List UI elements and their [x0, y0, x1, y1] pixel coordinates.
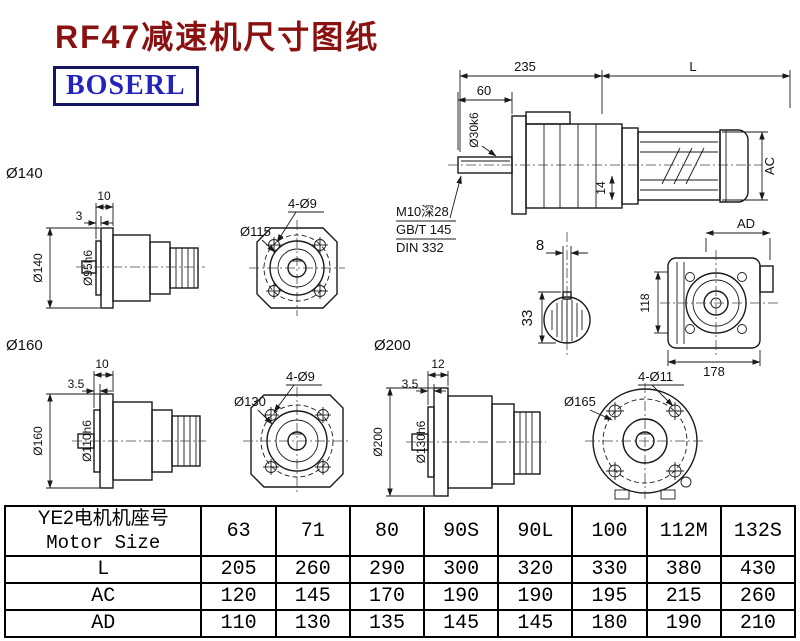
shaft-diameter-label: Ø30k6 — [467, 112, 481, 148]
flange200-title: Ø200 — [374, 337, 411, 354]
dimension-drawing: 235 L 60 Ø30k6 AC 14 M1 — [6, 59, 791, 500]
value-L-112M: 380 — [645, 555, 722, 584]
tap-hole-label: M10深28 — [396, 204, 449, 219]
flange160-thickness-label: 10 — [95, 357, 109, 371]
gearbox-end-view: AD 118 178 — [638, 216, 780, 379]
flange200-bolt-circle-label: Ø165 — [564, 394, 596, 409]
value-AD-132S: 210 — [719, 609, 797, 638]
flange160-side-view: Ø160 10 3.5 Ø160 Ø110h6 — [6, 337, 206, 489]
flange200-thickness-label: 12 — [431, 357, 445, 371]
row-label-L: L — [3, 555, 203, 584]
value-AD-80: 135 — [348, 609, 426, 638]
value-AC-80: 170 — [348, 582, 426, 611]
flange200-front-view: Ø165 4-Ø11 — [564, 369, 705, 500]
flange200-spigot-label: 3.5 — [402, 377, 419, 391]
value-AC-71: 145 — [274, 582, 351, 611]
value-AC-63: 120 — [200, 582, 277, 611]
brand-logo: BOSERL — [53, 66, 199, 106]
flange160-front-view: 4-Ø9 Ø130 — [234, 369, 351, 495]
value-AD-100: 180 — [571, 609, 648, 638]
flange140-spigot-label: 3 — [76, 209, 83, 223]
flange140-title: Ø140 — [6, 165, 43, 182]
value-AD-90L: 145 — [497, 609, 574, 638]
key-width-label: 8 — [536, 237, 544, 254]
gearmotor-side-view: 235 L 60 Ø30k6 AC 14 M1 — [396, 59, 791, 255]
table-row-AD: AD 110 130 135 145 145 180 190 210 — [3, 609, 797, 638]
value-AD-63: 110 — [200, 609, 277, 638]
size-90S: 90S — [423, 505, 500, 557]
value-L-100: 330 — [571, 555, 648, 584]
header-cn-label: YE2电机机座号 — [37, 508, 169, 529]
shaft-section-view: 8 33 — [519, 232, 591, 356]
flange160-bolt-circle-label: Ø130 — [234, 394, 266, 409]
flange140-side-view: Ø140 10 3 Ø140 Ø95h6 — [6, 165, 205, 309]
flange140-od-label: Ø140 — [31, 253, 45, 283]
flange200-pilot-label: Ø130h6 — [414, 420, 428, 463]
table-row-AC: AC 120 145 170 190 190 195 215 260 — [3, 582, 797, 611]
size-112M: 112M — [645, 505, 722, 557]
flange160-holes-label: 4-Ø9 — [286, 369, 315, 384]
dim-AD-label: AD — [737, 216, 755, 231]
flange140-bolt-circle-label: Ø115 — [240, 224, 271, 239]
value-AD-90S: 145 — [423, 609, 500, 638]
flange200-od-label: Ø200 — [371, 427, 385, 457]
flange140-thickness-label: 10 — [97, 189, 111, 203]
flange200-holes-label: 4-Ø11 — [638, 369, 673, 384]
value-AC-132S: 260 — [719, 582, 797, 611]
dim-60-label: 60 — [477, 83, 491, 98]
value-L-132S: 430 — [719, 555, 797, 584]
size-132S: 132S — [719, 505, 797, 557]
size-71: 71 — [274, 505, 351, 557]
value-L-63: 205 — [200, 555, 277, 584]
dim-AC-label: AC — [762, 157, 777, 175]
value-AC-100: 195 — [571, 582, 648, 611]
page-title: RF47减速机尺寸图纸 — [55, 19, 380, 55]
value-L-90S: 300 — [423, 555, 500, 584]
tap-standard-din-label: DIN 332 — [396, 240, 444, 255]
motor-size-table: YE2电机机座号 Motor Size 63 71 80 90S 90L 100… — [3, 505, 797, 638]
row-label-AC: AC — [3, 582, 203, 611]
tap-standard-gb-label: GB/T 145 — [396, 222, 451, 237]
table-header-row: YE2电机机座号 Motor Size 63 71 80 90S 90L 100… — [3, 505, 797, 557]
flange140-front-view: 4-Ø9 Ø115 — [240, 196, 345, 316]
dim-L-label: L — [689, 59, 696, 74]
value-AD-112M: 190 — [645, 609, 722, 638]
flange160-title: Ø160 — [6, 337, 43, 354]
value-L-71: 260 — [274, 555, 351, 584]
dim-178-label: 178 — [703, 364, 725, 379]
value-AD-71: 130 — [274, 609, 351, 638]
flange160-pilot-label: Ø110h6 — [80, 420, 94, 462]
value-AC-90S: 190 — [423, 582, 500, 611]
value-AC-112M: 215 — [645, 582, 722, 611]
size-90L: 90L — [497, 505, 574, 557]
dim-118-label: 118 — [638, 293, 652, 312]
flange140-pilot-label: Ø95h6 — [81, 250, 95, 286]
size-100: 100 — [571, 505, 648, 557]
size-80: 80 — [348, 505, 426, 557]
key-height-label: 33 — [519, 310, 536, 327]
table-row-L: L 205 260 290 300 320 330 380 430 — [3, 555, 797, 584]
flange160-spigot-label: 3.5 — [68, 377, 85, 391]
value-AC-90L: 190 — [497, 582, 574, 611]
row-label-AD: AD — [3, 609, 203, 638]
value-L-80: 290 — [348, 555, 426, 584]
flange140-holes-label: 4-Ø9 — [288, 196, 317, 211]
size-63: 63 — [200, 505, 277, 557]
flange200-side-view: Ø200 12 3.5 Ø200 Ø130h6 — [371, 337, 546, 497]
header-en-label: Motor Size — [46, 532, 161, 554]
value-L-90L: 320 — [497, 555, 574, 584]
dim-14-label: 14 — [594, 181, 608, 195]
flange160-od-label: Ø160 — [31, 426, 45, 456]
table-header-motor-size: YE2电机机座号 Motor Size — [3, 505, 203, 557]
dim-235-label: 235 — [514, 59, 536, 74]
